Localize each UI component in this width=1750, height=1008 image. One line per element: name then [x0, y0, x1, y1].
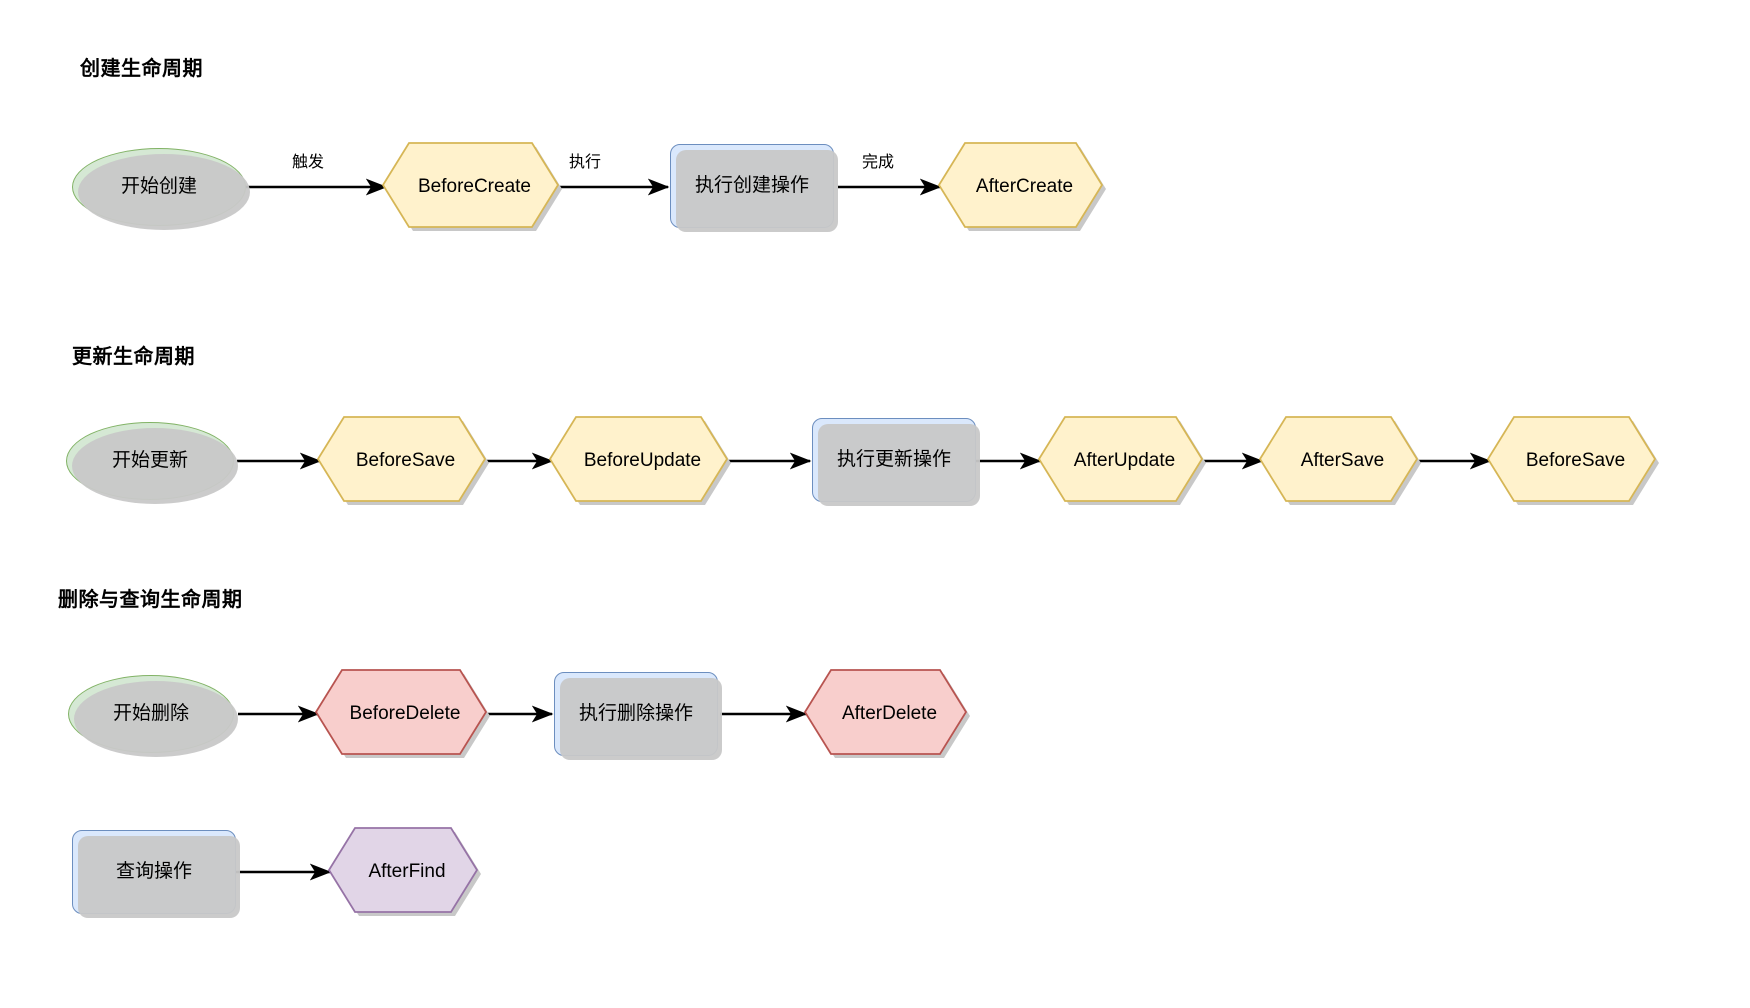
edge-label-complete: 完成: [861, 154, 894, 171]
section-title-update: 更新生命周期: [72, 346, 195, 368]
node-after-save[interactable]: AfterSave: [1258, 416, 1421, 505]
node-after-create[interactable]: AfterCreate: [937, 142, 1106, 231]
node-label: 开始更新: [111, 449, 188, 471]
node-label: BeforeCreate: [417, 175, 531, 197]
node-label: 查询操作: [115, 860, 192, 882]
node-before-save-2[interactable]: BeforeSave: [1486, 416, 1659, 505]
node-do-delete[interactable]: 执行删除操作: [554, 672, 722, 760]
node-start-update[interactable]: 开始更新: [66, 422, 238, 504]
node-label: BeforeSave: [355, 449, 456, 471]
hexagon-shape: [548, 416, 731, 505]
node-start-create[interactable]: 开始创建: [72, 148, 250, 230]
node-label: AfterFind: [368, 860, 446, 882]
node-label: 开始创建: [120, 175, 197, 197]
node-before-create[interactable]: BeforeCreate: [381, 142, 562, 231]
node-label: BeforeSave: [1525, 449, 1626, 471]
node-before-save-1[interactable]: BeforeSave: [316, 416, 489, 505]
node-after-find[interactable]: AfterFind: [327, 827, 481, 916]
node-label: AfterSave: [1300, 449, 1385, 471]
node-label: 执行创建操作: [694, 174, 809, 196]
node-label: 执行更新操作: [836, 448, 951, 470]
node-query-op[interactable]: 查询操作: [72, 830, 240, 918]
hexagon-shape: [937, 142, 1106, 231]
hexagon-shape: [316, 416, 489, 505]
node-label: AfterUpdate: [1073, 449, 1176, 471]
hexagon-shape: [1258, 416, 1421, 505]
node-label: BeforeDelete: [349, 702, 461, 724]
node-do-create[interactable]: 执行创建操作: [670, 144, 838, 232]
edge-label-trigger: 触发: [291, 154, 324, 171]
hexagon-shape: [381, 142, 562, 231]
node-do-update[interactable]: 执行更新操作: [812, 418, 980, 506]
node-after-delete[interactable]: AfterDelete: [803, 669, 970, 758]
node-label: BeforeUpdate: [583, 449, 702, 471]
node-start-delete[interactable]: 开始删除: [68, 675, 238, 757]
node-label: AfterDelete: [841, 702, 938, 724]
node-label: AfterCreate: [975, 175, 1074, 197]
node-label: 开始删除: [112, 702, 189, 724]
hexagon-shape: [803, 669, 970, 758]
edge-label-execute: 执行: [568, 154, 601, 171]
hexagon-shape: [327, 827, 481, 916]
node-before-update[interactable]: BeforeUpdate: [548, 416, 731, 505]
hexagon-shape: [1037, 416, 1206, 505]
section-title-delete-query: 删除与查询生命周期: [58, 589, 243, 611]
node-before-delete[interactable]: BeforeDelete: [314, 669, 490, 758]
node-label: 执行删除操作: [578, 702, 693, 724]
section-title-create: 创建生命周期: [80, 58, 203, 80]
hexagon-shape: [314, 669, 490, 758]
node-after-update[interactable]: AfterUpdate: [1037, 416, 1206, 505]
